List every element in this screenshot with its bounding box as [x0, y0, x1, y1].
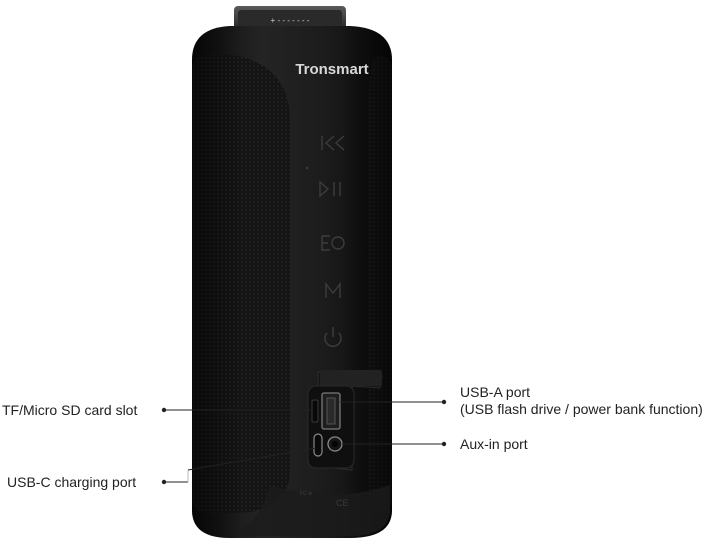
leader-usb-a — [340, 399, 447, 405]
svg-text:FC ⊕: FC ⊕ — [300, 491, 312, 497]
control-panel — [305, 135, 345, 347]
svg-text:CE: CE — [336, 498, 349, 508]
port-cavity — [307, 385, 355, 469]
tf-card-label: TF/Micro SD card slot — [2, 402, 138, 418]
leader-aux — [342, 441, 447, 447]
usb-a-label: USB-A port (USB flash drive / power bank… — [460, 384, 703, 418]
aux-in-label: Aux-in port — [460, 436, 528, 452]
usb-a-port[interactable] — [321, 392, 341, 430]
usb-c-label: USB-C charging port — [7, 474, 137, 490]
tf-card-slot[interactable] — [311, 399, 319, 423]
brand-logo: Tronsmart — [295, 61, 368, 78]
usb-a-label-line2: (USB flash drive / power bank function) — [460, 401, 703, 417]
leader-tf — [161, 407, 312, 413]
play-pause-icon[interactable] — [319, 180, 341, 198]
usb-a-label-line1: USB-A port — [460, 384, 531, 400]
usb-c-port[interactable] — [313, 433, 323, 457]
speaker-body: FC ⊕ CE — [192, 26, 392, 538]
leader-usb-c — [161, 447, 317, 485]
prev-track-icon[interactable] — [321, 135, 345, 151]
power-icon[interactable] — [324, 327, 342, 347]
top-dial-marks: + - - - - - - - — [271, 16, 310, 25]
mode-icon[interactable] — [325, 281, 341, 298]
aux-in-port[interactable] — [327, 436, 343, 452]
eq-icon[interactable] — [321, 235, 345, 251]
callout-lines — [161, 399, 447, 485]
